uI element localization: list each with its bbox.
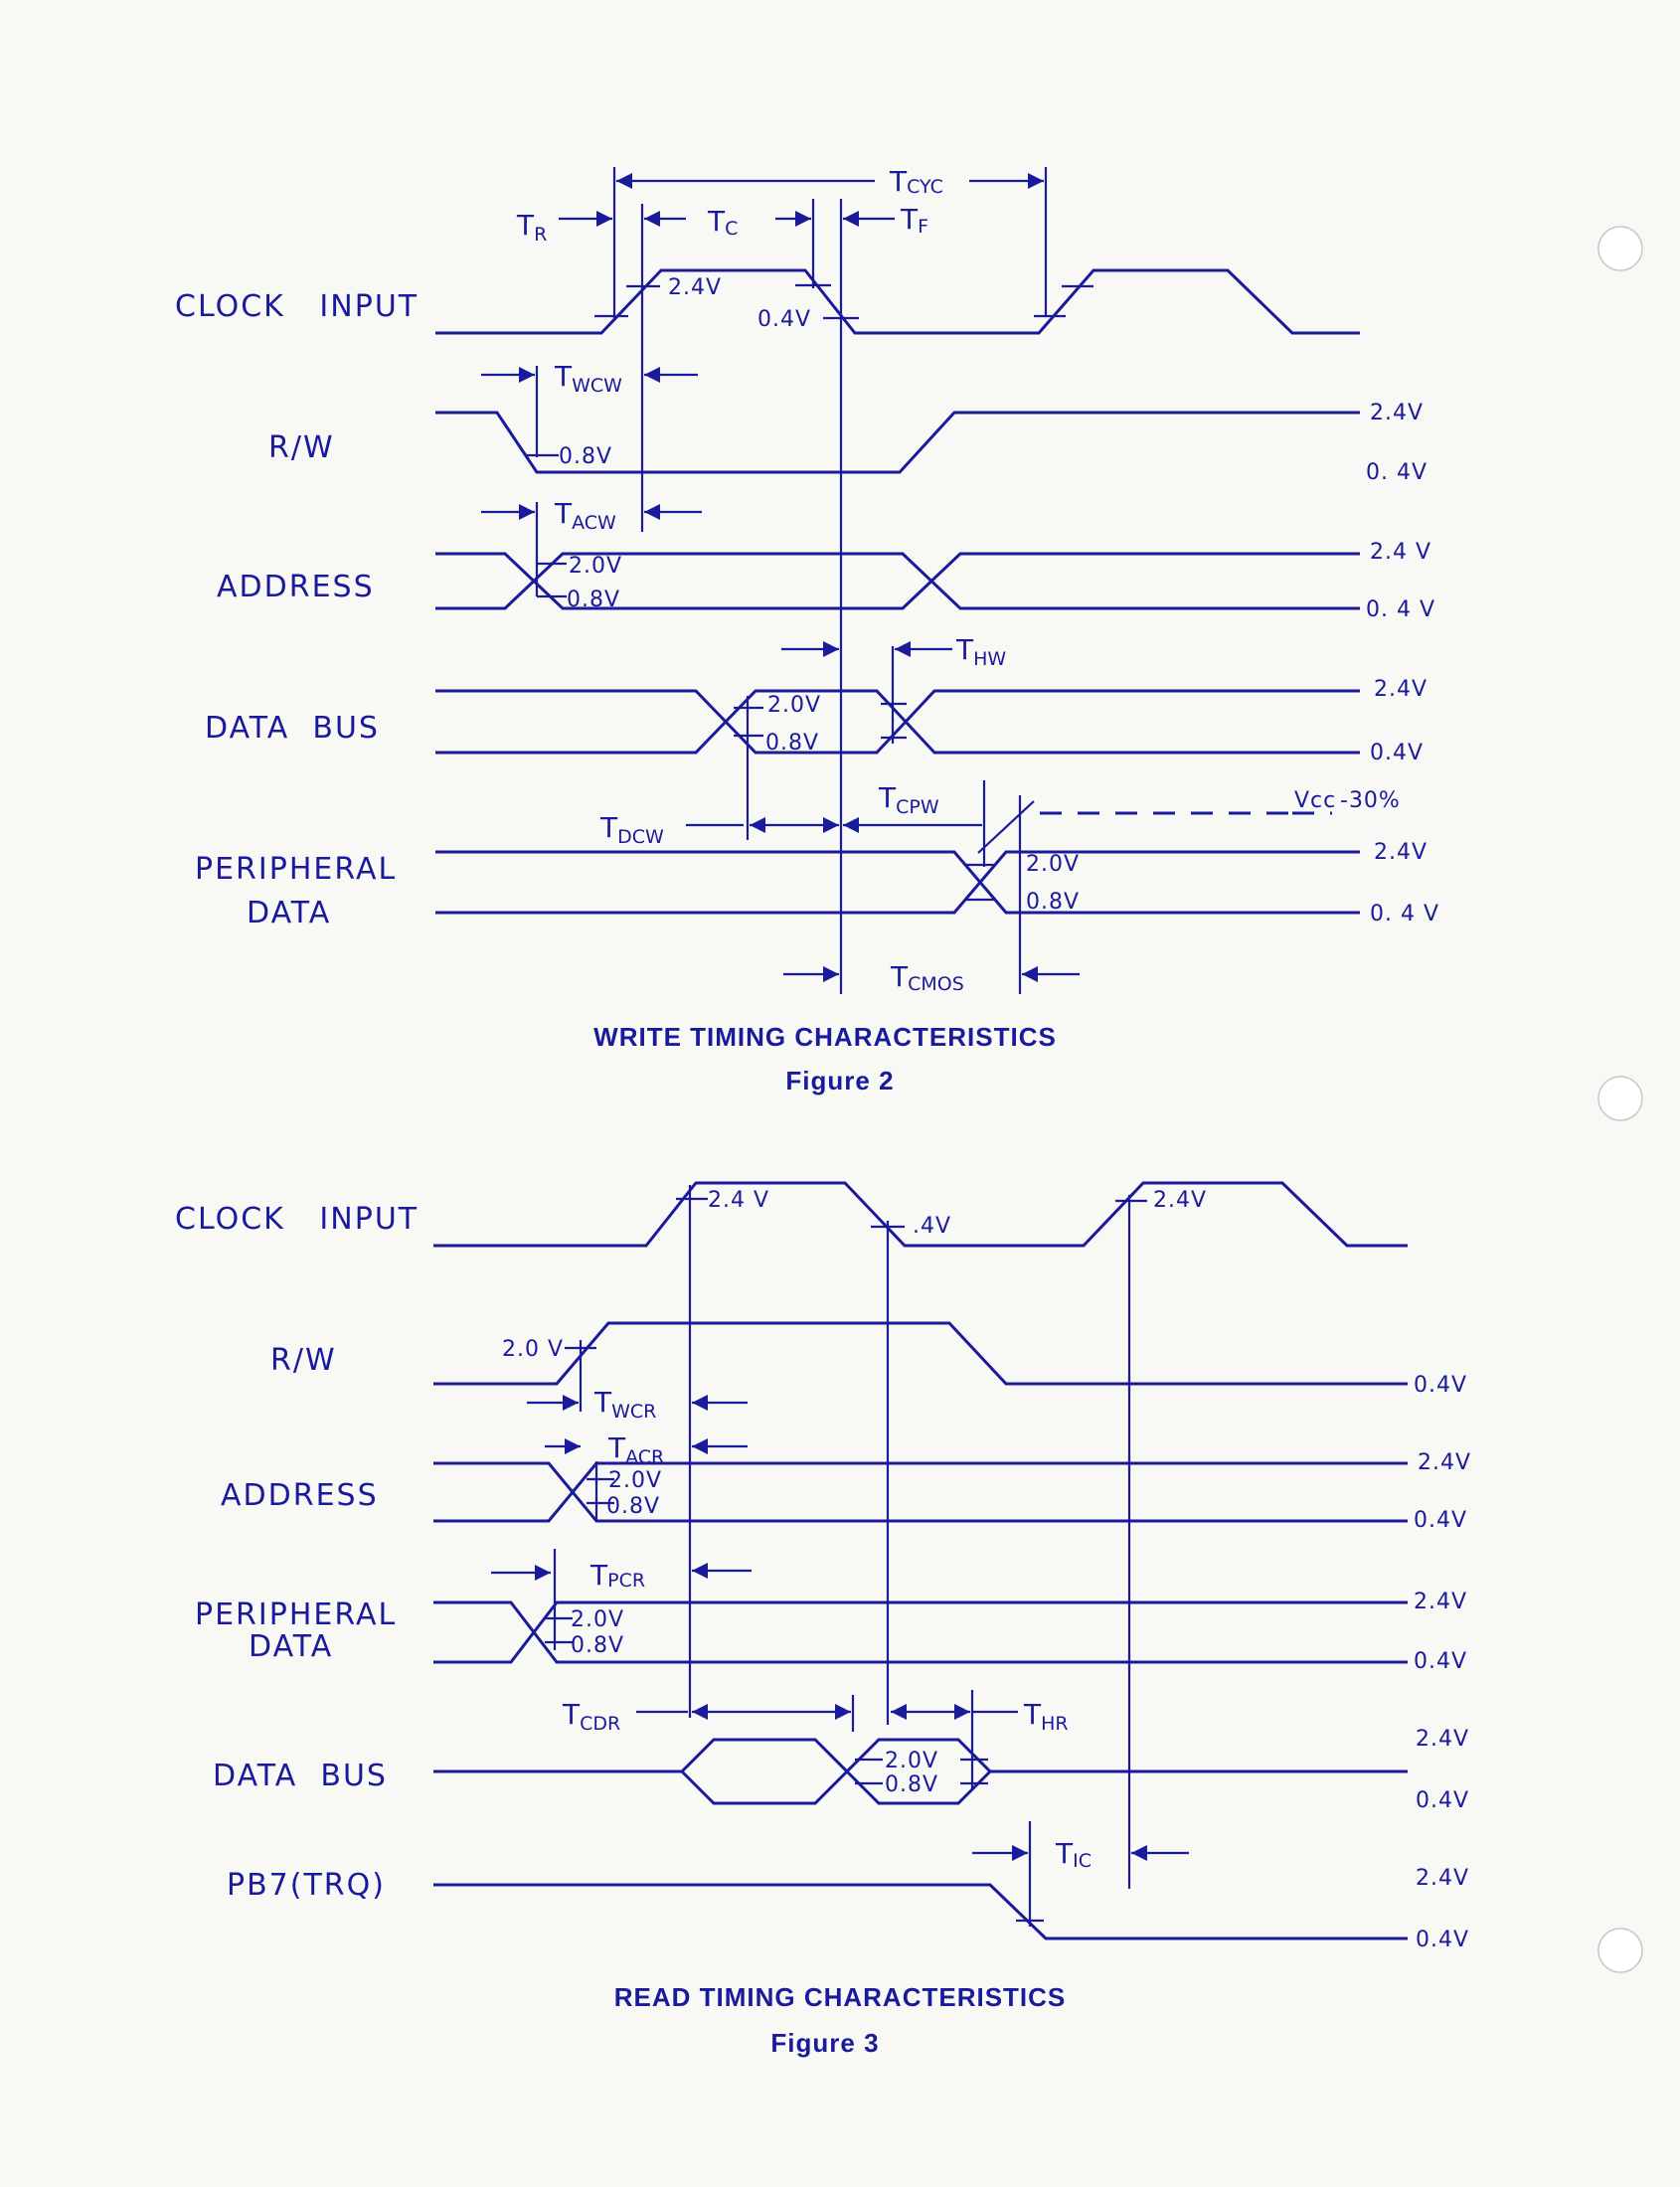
peripheral-data-waveform-low bbox=[435, 850, 1360, 915]
signal-label-data-bus: DATA BUS bbox=[213, 1759, 388, 1793]
peripheral-level-2-0v: 2.0V bbox=[1026, 852, 1080, 877]
peripheral-rise-slash bbox=[977, 800, 1035, 854]
address-level-2-0v: 2.0V bbox=[569, 554, 622, 579]
signal-label-peripheral-data: DATA bbox=[247, 896, 331, 930]
binder-holes bbox=[1597, 226, 1643, 1973]
tcdr-label: TCDR bbox=[562, 1698, 620, 1735]
data-bus-level-2-0v: 2.0V bbox=[767, 693, 821, 718]
figure-3-label: Figure 3 bbox=[770, 2028, 879, 2058]
rw-waveform bbox=[435, 411, 1360, 474]
address-level-right-2-4v: 2.4 V bbox=[1370, 540, 1431, 565]
address-level-2-0v: 2.0V bbox=[608, 1468, 662, 1493]
twcw-label: TWCW bbox=[554, 360, 622, 397]
peripheral-level-right-2-4v: 2.4V bbox=[1374, 840, 1428, 865]
figure-3-caption: READ TIMING CHARACTERISTICS bbox=[614, 1982, 1067, 2012]
address-level-right-2-4v: 2.4V bbox=[1418, 1450, 1471, 1475]
clock-waveform bbox=[433, 1181, 1408, 1248]
pb7-waveform bbox=[433, 1883, 1408, 1940]
rw-waveform bbox=[433, 1321, 1408, 1386]
signal-label-clock: CLOCK INPUT bbox=[175, 289, 419, 324]
tc-label: TC bbox=[707, 205, 738, 240]
peripheral-level-0-8v: 0.8V bbox=[1026, 890, 1080, 915]
address-waveform-low bbox=[433, 1461, 1408, 1523]
peripheral-level-right-0-4v: 0. 4 V bbox=[1370, 902, 1439, 926]
signal-label-rw: R/W bbox=[268, 430, 335, 465]
tf-label: TF bbox=[900, 203, 928, 238]
address-waveform-high bbox=[435, 552, 1360, 610]
signal-label-peripheral-data: DATA bbox=[249, 1629, 333, 1664]
data-bus-level-right-2-4v: 2.4V bbox=[1374, 677, 1428, 702]
figure-2-label: Figure 2 bbox=[785, 1066, 894, 1095]
clock-level-2-4v: 2.4V bbox=[668, 275, 722, 300]
tic-label: TIC bbox=[1055, 1837, 1092, 1872]
tcmos-label: TCMOS bbox=[890, 960, 964, 995]
thr-label: THR bbox=[1023, 1698, 1069, 1735]
tacr-label: TACR bbox=[607, 1431, 664, 1468]
figure-3-read-timing: CLOCK INPUT R/W ADDRESS PERIPHERAL DATA … bbox=[175, 1181, 1471, 2058]
rw-level-right-0-4v: 0. 4V bbox=[1366, 460, 1428, 485]
signal-label-address: ADDRESS bbox=[221, 1478, 379, 1513]
binder-hole-middle bbox=[1597, 1076, 1643, 1121]
binder-hole-top bbox=[1597, 226, 1643, 271]
tdcw-label: TDCW bbox=[599, 811, 664, 848]
data-bus-level-right-0-4v: 0.4V bbox=[1416, 1788, 1469, 1813]
pb7-level-right-0-4v: 0.4V bbox=[1416, 1928, 1469, 1952]
tacw-label: TACW bbox=[554, 497, 616, 534]
clock-waveform bbox=[435, 268, 1360, 335]
address-level-right-0-4v: 0. 4 V bbox=[1366, 597, 1435, 622]
figure-2-write-timing: CLOCK INPUT R/W ADDRESS DATA BUS PERIPHE… bbox=[175, 165, 1439, 1095]
vcc-label: Vcc bbox=[1294, 788, 1336, 813]
clock-level-0-4v: 0.4V bbox=[757, 307, 811, 332]
signal-label-peripheral: PERIPHERAL bbox=[195, 1598, 397, 1632]
data-bus-level-2-0v: 2.0V bbox=[885, 1749, 938, 1773]
data-bus-waveform-low bbox=[435, 689, 1360, 755]
peripheral-data-waveform-low bbox=[433, 1600, 1408, 1664]
pb7-level-right-2-4v: 2.4V bbox=[1416, 1866, 1469, 1891]
signal-label-address: ADDRESS bbox=[217, 570, 375, 604]
address-level-0-8v: 0.8V bbox=[606, 1494, 660, 1519]
signal-label-peripheral: PERIPHERAL bbox=[195, 852, 397, 887]
tr-label: TR bbox=[516, 209, 547, 246]
address-waveform-high bbox=[433, 1461, 1408, 1523]
data-bus-waveform-high bbox=[435, 689, 1360, 755]
clock-level-2-4v-second: 2.4V bbox=[1153, 1188, 1207, 1213]
signal-label-data-bus: DATA BUS bbox=[205, 711, 380, 746]
data-bus-level-right-2-4v: 2.4V bbox=[1416, 1727, 1469, 1752]
rw-level-right-0-4v: 0.4V bbox=[1414, 1373, 1467, 1398]
vcc-percent: -30% bbox=[1340, 788, 1401, 813]
data-bus-waveform-valid-1 bbox=[679, 1738, 850, 1805]
peripheral-level-2-0v: 2.0V bbox=[571, 1607, 624, 1632]
peripheral-level-0-8v: 0.8V bbox=[571, 1633, 624, 1658]
tcyc-label: TCYC bbox=[889, 165, 943, 198]
peripheral-level-right-0-4v: 0.4V bbox=[1414, 1649, 1467, 1674]
tcpw-label: TCPW bbox=[878, 781, 939, 818]
twcr-label: TWCR bbox=[593, 1386, 656, 1423]
rw-level-right-2-4v: 2.4V bbox=[1370, 401, 1424, 425]
thw-label: THW bbox=[955, 633, 1006, 670]
clock-level-2-4v-first: 2.4 V bbox=[708, 1188, 769, 1213]
data-bus-level-0-8v: 0.8V bbox=[765, 731, 819, 756]
rw-level-2-0v: 2.0 V bbox=[502, 1337, 564, 1362]
rw-level-0-8v: 0.8V bbox=[559, 444, 612, 469]
peripheral-level-right-2-4v: 2.4V bbox=[1414, 1590, 1467, 1614]
signal-label-clock: CLOCK INPUT bbox=[175, 1202, 419, 1237]
data-bus-level-0-8v: 0.8V bbox=[885, 1772, 938, 1797]
data-bus-level-right-0-4v: 0.4V bbox=[1370, 741, 1424, 765]
address-level-right-0-4v: 0.4V bbox=[1414, 1508, 1467, 1533]
signal-label-pb7: PB7(TRQ) bbox=[227, 1868, 386, 1903]
figure-2-caption: WRITE TIMING CHARACTERISTICS bbox=[593, 1022, 1057, 1052]
peripheral-data-waveform-high bbox=[435, 850, 1360, 915]
clock-level-0-4v: .4V bbox=[913, 1214, 951, 1239]
signal-label-rw: R/W bbox=[270, 1343, 337, 1378]
address-waveform-low bbox=[435, 552, 1360, 610]
tpcr-label: TPCR bbox=[589, 1559, 645, 1592]
binder-hole-bottom bbox=[1597, 1928, 1643, 1973]
address-level-0-8v: 0.8V bbox=[567, 588, 620, 612]
